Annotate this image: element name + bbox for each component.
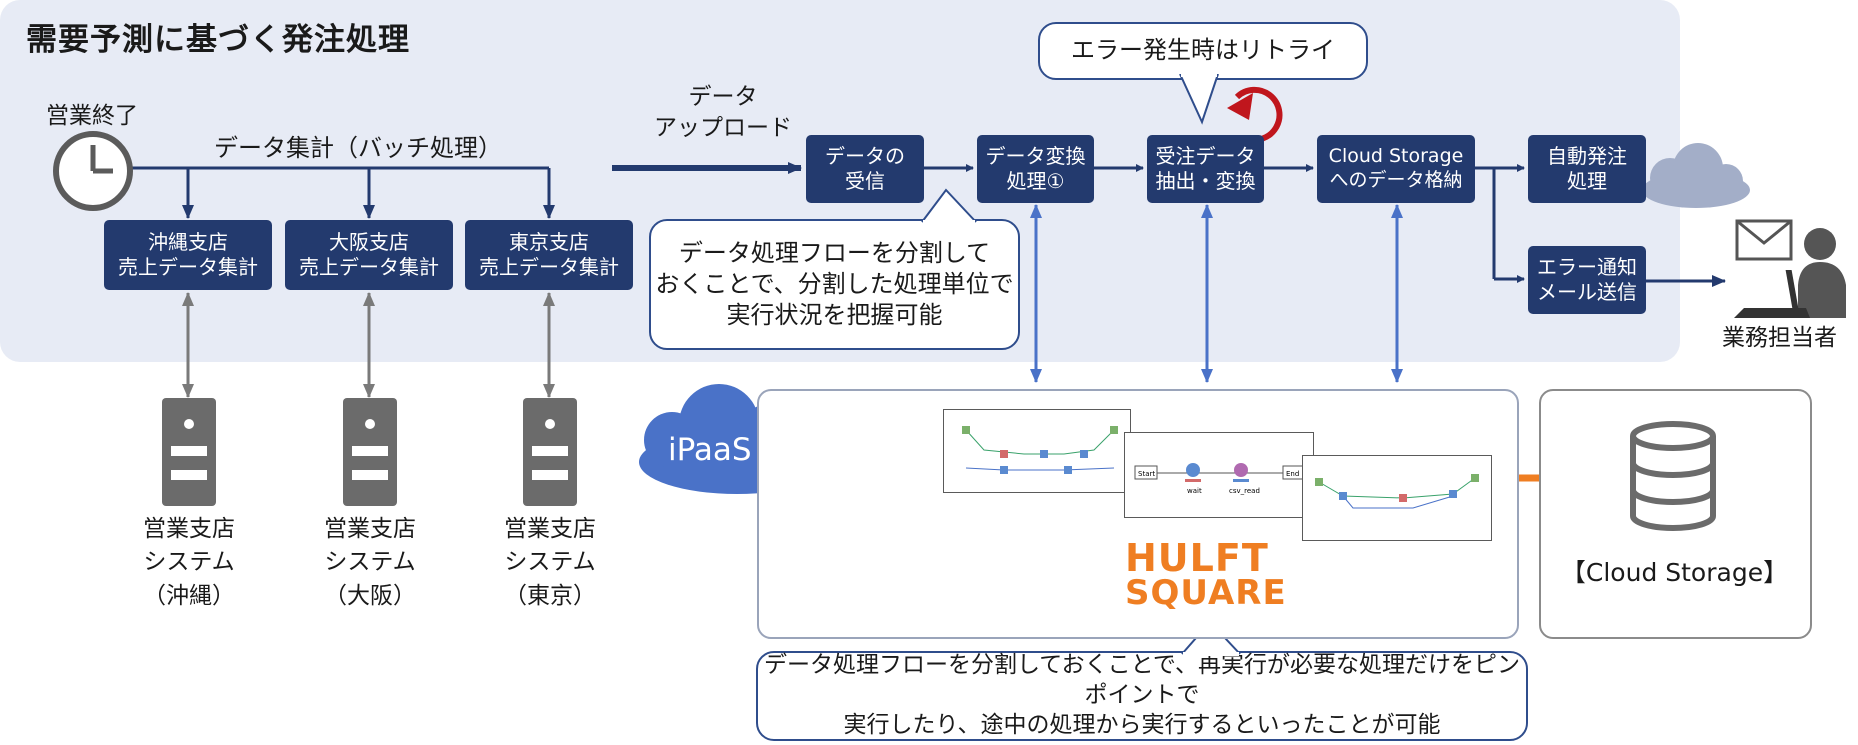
callout-retry-tail: [1179, 74, 1219, 125]
page-title: 需要予測に基づく発注処理: [26, 22, 410, 58]
branch-box-okinawa[interactable]: 沖縄支店 売上データ集計: [104, 220, 272, 290]
retry-icon: [1227, 86, 1283, 143]
branch-box-tokyo[interactable]: 東京支店 売上データ集計: [465, 220, 633, 290]
flow-screenshot-3: [1302, 455, 1492, 541]
flow-arrows: [924, 164, 1726, 287]
flow-box-error-mail[interactable]: エラー通知 メール送信: [1528, 246, 1646, 314]
person-laptop-icon: [1734, 228, 1846, 318]
branch-box-osaka[interactable]: 大阪支店 売上データ集計: [285, 220, 453, 290]
person-label: 業務担当者: [1722, 325, 1837, 351]
server-label-osaka: 営業支店 システム （大阪）: [324, 516, 416, 609]
shot-node-csv-read: csv_read: [1229, 487, 1260, 495]
ipaas-links: [1030, 204, 1403, 383]
upload-label: データ アップロード: [654, 84, 792, 142]
server-icon: [343, 398, 397, 506]
shot-node-start: Start: [1138, 470, 1155, 478]
hulft-logo-bottom: SQUARE: [1125, 573, 1287, 613]
batch-label: データ集計（バッチ処理）: [214, 134, 502, 162]
callout-retry: エラー発生時はリトライ: [1038, 22, 1368, 80]
flow-box-convert[interactable]: データ変換 処理①: [977, 135, 1094, 203]
callout-bottom: データ処理フローを分割しておくことで、再実行が必要な処理だけをピンポイントで 実…: [756, 651, 1528, 741]
server-label-okinawa: 営業支店 システム （沖縄）: [143, 516, 235, 609]
flow-screenshot-1: [943, 409, 1131, 493]
callout-split: データ処理フローを分割して おくことで、分割した処理単位で 実行状況を把握可能: [649, 219, 1020, 350]
shot-node-wait: wait: [1187, 487, 1202, 495]
envelope-icon: [1735, 219, 1793, 261]
ipaas-label: iPaaS: [668, 432, 752, 468]
callout-split-tail: [921, 188, 977, 224]
server-icon: [162, 398, 216, 506]
cloud-icon: [1642, 143, 1750, 208]
clock-icon: [53, 131, 133, 211]
flow-box-auto-order[interactable]: 自動発注 処理: [1528, 135, 1646, 203]
server-label-tokyo: 営業支店 システム （東京）: [504, 516, 596, 609]
database-icon: [1630, 421, 1716, 531]
flow-box-extract[interactable]: 受注データ 抽出・変換: [1147, 135, 1264, 203]
flow-box-receive[interactable]: データの 受信: [806, 135, 924, 203]
server-links: [182, 292, 555, 398]
clock-label: 営業終了: [46, 103, 138, 129]
flow-box-storage[interactable]: Cloud Storage へのデータ格納: [1317, 135, 1475, 203]
cloud-storage-label: 【Cloud Storage】: [1560, 558, 1789, 587]
flow-screenshot-2: Start wait csv_read End: [1124, 432, 1314, 518]
server-icon: [523, 398, 577, 506]
batch-bus: [132, 166, 555, 219]
hulft-logo-top: HULFT: [1125, 536, 1269, 580]
shot-node-end: End: [1286, 470, 1299, 478]
